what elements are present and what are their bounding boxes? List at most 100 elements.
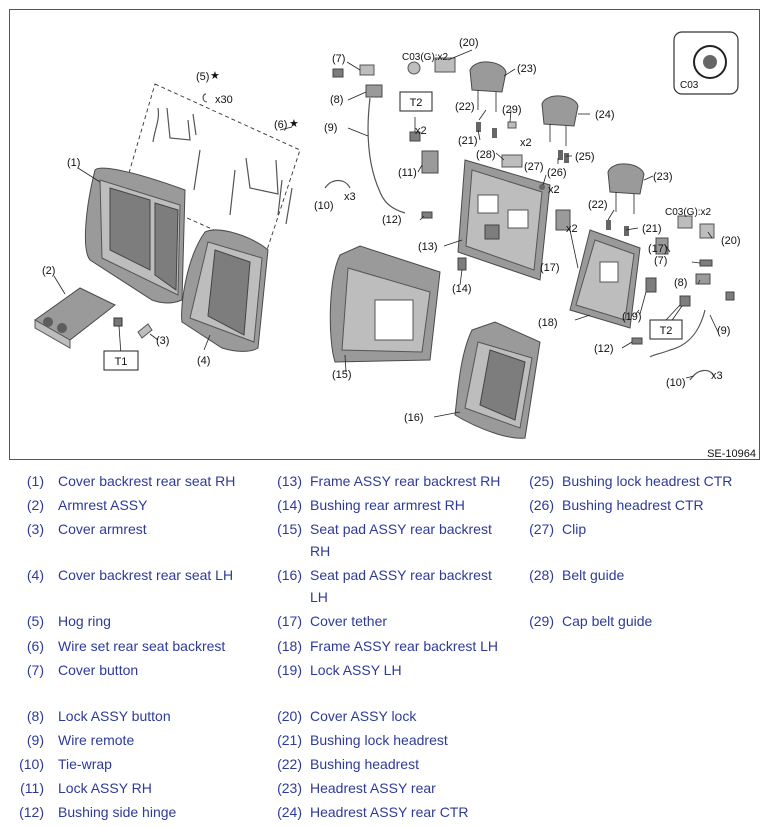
- cover-button-shape: [359, 64, 375, 76]
- clip-c03-top-icon: [407, 61, 421, 75]
- tie-wrap-shape: [324, 179, 351, 189]
- cover-armrest-shape: [137, 323, 153, 339]
- frame-assy-rear-backrest-rh-shape: [457, 159, 551, 281]
- callout-15: (15): [332, 369, 352, 381]
- callout-13: (13): [418, 241, 438, 253]
- bushing-side-hinge-lh-shape: [631, 337, 643, 345]
- clip-c03-inset: [673, 31, 739, 95]
- headrest-assy-rear-right-shape: [607, 163, 645, 214]
- tie-wrap-right-shape: [689, 369, 715, 381]
- bolt-t2-right-icon: [679, 295, 691, 307]
- torque-box-t2-top: T2: [399, 91, 433, 112]
- callout-28: (28): [476, 149, 496, 161]
- wire-set-rear-seat-backrest: [152, 107, 293, 225]
- callout-22-left: (22): [455, 101, 475, 113]
- headrest-assy-rear-top-shape: [469, 61, 507, 112]
- callout-11: (11): [398, 167, 417, 179]
- qty-lock-bolt: x2: [415, 125, 427, 137]
- callout-18: (18): [538, 317, 558, 329]
- torque-box-t1: T1: [103, 350, 139, 371]
- callout-9: (9): [324, 122, 337, 134]
- callout-21-right: (21): [642, 223, 662, 235]
- callout-23-top: (23): [517, 63, 537, 75]
- callout-7-right: (7): [654, 255, 667, 267]
- callout-23-right: (23): [653, 171, 673, 183]
- callout-8-right: (8): [674, 277, 687, 289]
- callout-5-star: ★: [210, 70, 220, 82]
- belt-guide-shape: [501, 154, 523, 168]
- qty-clip: x2: [548, 184, 560, 196]
- callout-17: (17): [540, 262, 560, 274]
- callout-9-right: (9): [717, 325, 730, 337]
- callout-20-right: (20): [721, 235, 741, 247]
- torque-t2-right-label: T2: [660, 325, 673, 337]
- diagram-canvas: (1) (2) (3) (4) (5) ★ x30 (6) ★ (7) (8) …: [34, 31, 756, 460]
- callout-24: (24): [595, 109, 615, 121]
- callout-22-right: (22): [588, 199, 608, 211]
- qty-tie-wrap: x3: [344, 191, 356, 203]
- callout-19: (19): [622, 311, 642, 323]
- cover-assy-lock-right-shape: [699, 223, 715, 239]
- lock-assy-button-shape: [365, 84, 383, 98]
- callout-25: (25): [575, 151, 595, 163]
- torque-box-t2-right: T2: [649, 319, 683, 340]
- lock-assy-rh-shape: [409, 117, 439, 174]
- callout-26: (26): [547, 167, 567, 179]
- screw-icon: [332, 68, 344, 78]
- callout-3: (3): [156, 335, 169, 347]
- callout-6: (6): [274, 119, 287, 131]
- callout-4: (4): [197, 355, 210, 367]
- frame-assy-rear-backrest-lh-shape: [569, 229, 641, 329]
- callout-20-top: (20): [459, 37, 479, 49]
- torque-t2-top-label: T2: [410, 97, 423, 109]
- callout-12-right: (12): [594, 343, 614, 355]
- clip-c03-right-icon: [677, 215, 693, 229]
- callout-10-right: (10): [666, 377, 686, 389]
- qty-cap-belt-guide: x2: [520, 137, 532, 149]
- headrest-assy-rear-ctr-shape: [541, 95, 579, 146]
- qty-tie-wrap-right: x3: [711, 370, 723, 382]
- callout-14: (14): [452, 283, 472, 295]
- screw-right-icon: [725, 291, 735, 301]
- torque-t1-label: T1: [115, 356, 128, 368]
- callout-21-left: (21): [458, 135, 478, 147]
- callout-7: (7): [332, 53, 345, 65]
- exploded-parts-diagram: (1) (2) (3) (4) (5) ★ x30 (6) ★ (7) (8) …: [9, 9, 760, 460]
- bolt-t1-icon: [113, 317, 123, 356]
- callout-29: (29): [502, 104, 522, 116]
- hog-ring-icon: [202, 93, 208, 103]
- wire-remote-right-shape: [649, 309, 706, 358]
- inset-label: C03: [680, 80, 699, 91]
- clip-code-right: C03(G):x2: [665, 207, 712, 218]
- cover-backrest-lh-shape: [181, 229, 269, 352]
- bushing-rear-armrest-shape: [457, 257, 467, 271]
- clip-code-top: C03(G):x2: [402, 52, 449, 63]
- bushing-side-hinge-rh-shape: [421, 211, 433, 219]
- seat-pad-lh-shape: [454, 321, 541, 439]
- lock-assy-lh-shape: [645, 277, 657, 293]
- cover-assy-lock-top-shape: [434, 57, 456, 73]
- cover-tether-right-shape: [655, 237, 669, 255]
- qty-hog-ring: x30: [215, 94, 233, 106]
- leader-lines: [53, 49, 719, 418]
- armrest-assy-shape: [34, 287, 116, 349]
- callout-16: (16): [404, 412, 424, 424]
- callout-2: (2): [42, 265, 55, 277]
- cover-button-right-shape: [699, 259, 713, 267]
- bushings-headrest-group: [476, 121, 629, 236]
- reference-code: SE-10964: [707, 448, 756, 460]
- seat-pad-rh-shape: [329, 245, 441, 363]
- callout-12: (12): [382, 214, 402, 226]
- callout-1: (1): [67, 157, 80, 169]
- callout-17-right: (17): [648, 243, 668, 255]
- callout-5: (5): [196, 71, 209, 83]
- cover-tether-left-shape: [555, 209, 571, 231]
- qty-cover-tether: x2: [566, 223, 578, 235]
- callout-6-star: ★: [289, 118, 299, 130]
- callout-8: (8): [330, 94, 343, 106]
- wire-remote-shape: [367, 97, 406, 214]
- callout-27: (27): [524, 161, 544, 173]
- callout-10: (10): [314, 200, 334, 212]
- cover-backrest-rh-shape: [84, 167, 186, 304]
- lock-assy-button-right-shape: [695, 273, 711, 285]
